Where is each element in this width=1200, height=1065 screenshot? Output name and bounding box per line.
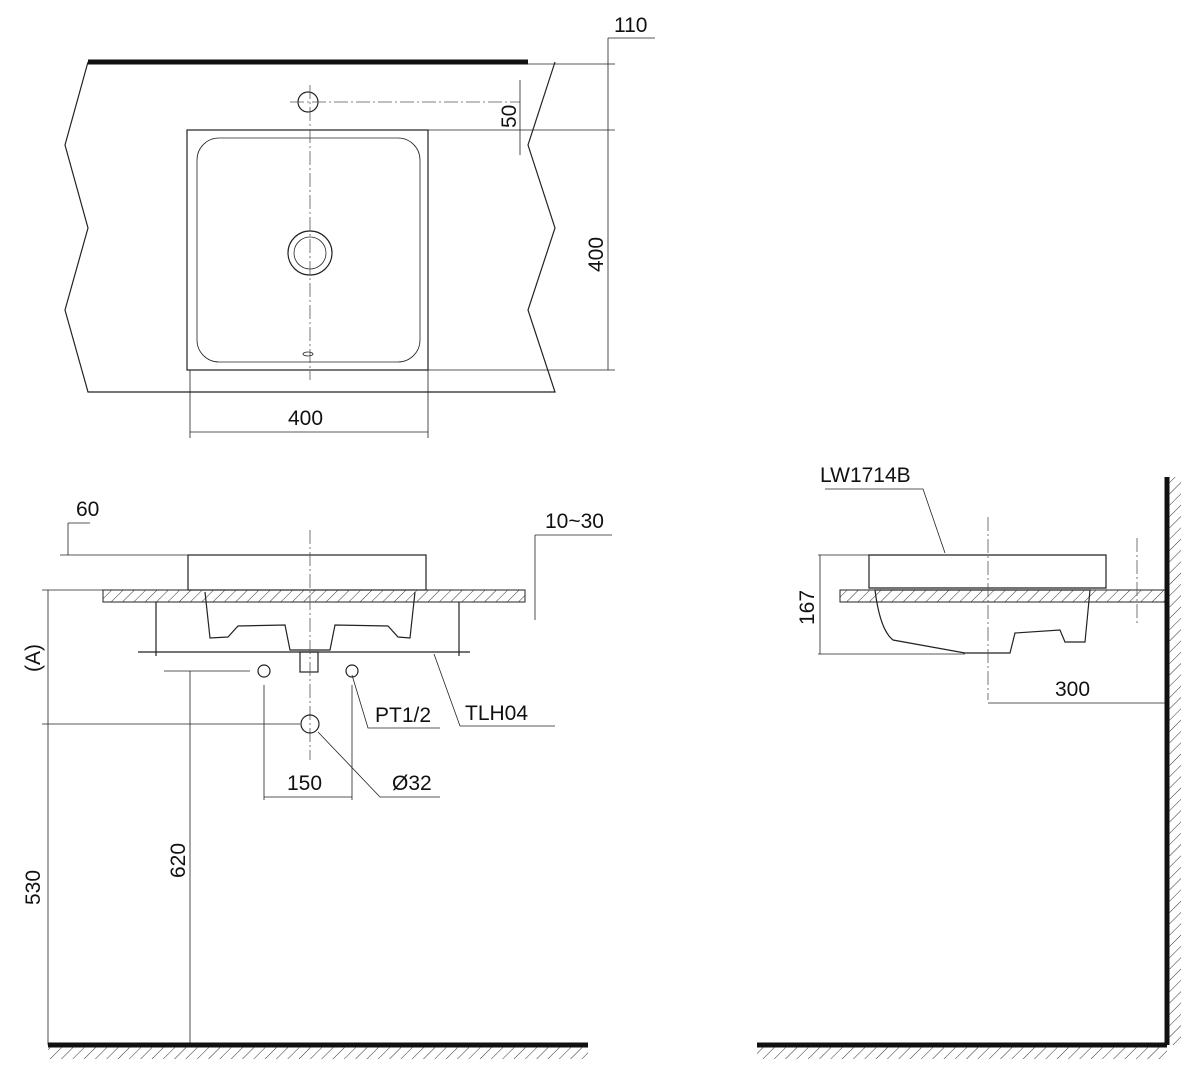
basin-bowl	[196, 137, 421, 363]
dim-400-depth: 400	[585, 237, 608, 272]
dim-a: (A)	[22, 644, 45, 672]
countertop-section-side	[839, 589, 1166, 603]
basin-rim-side	[868, 554, 1107, 589]
dim-400-width: 400	[288, 407, 323, 430]
countertop-outline	[64, 61, 556, 393]
dim-110: 110	[614, 14, 647, 37]
label-pt12: PT1/2	[375, 704, 431, 727]
dim-10-30: 10~30	[545, 510, 604, 533]
model-label: LW1714B	[820, 464, 911, 487]
dim-300: 300	[1055, 678, 1090, 701]
basin-outline	[186, 129, 429, 371]
basin-body-side	[874, 589, 1091, 654]
dim-60: 60	[76, 498, 99, 521]
basin-rim	[187, 554, 427, 591]
dim-167: 167	[796, 590, 819, 625]
label-drain-32: Ø32	[392, 772, 432, 795]
top-view: 110 50 400 400	[64, 14, 655, 438]
side-view: LW1714B 167 300	[757, 464, 1181, 1059]
dim-530: 530	[22, 870, 45, 905]
overflow	[302, 351, 314, 357]
front-view: 60 10~30 (A) 530 620 150 PT1/2 TLH04 Ø32	[22, 498, 612, 1059]
dim-150: 150	[287, 772, 322, 795]
dim-620: 620	[167, 843, 190, 878]
countertop-section	[102, 589, 526, 603]
label-tlh04: TLH04	[465, 702, 528, 725]
dim-50: 50	[498, 105, 521, 128]
